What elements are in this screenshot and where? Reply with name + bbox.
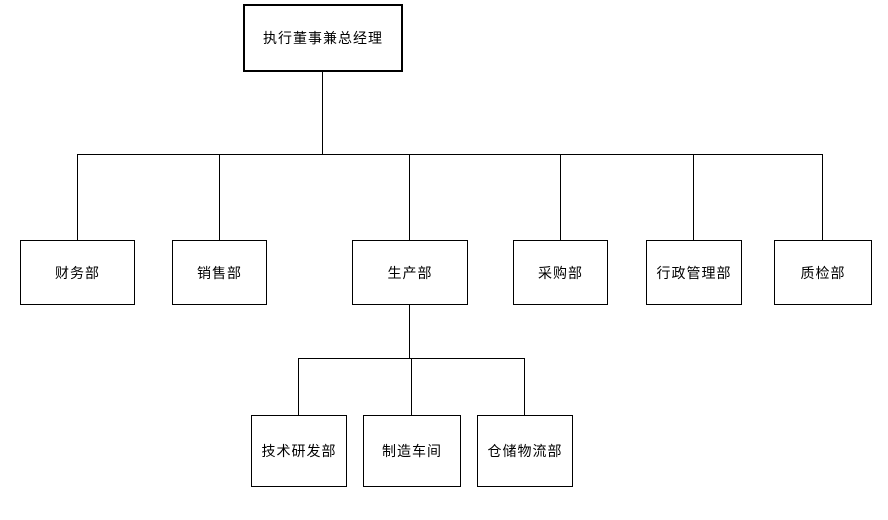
org-node-sales-dept: 销售部 <box>172 240 267 305</box>
connector-drop-purchasing <box>560 154 561 240</box>
org-node-label: 财务部 <box>55 264 100 281</box>
org-node-general-manager: 执行董事兼总经理 <box>243 4 403 72</box>
org-node-label: 行政管理部 <box>656 264 732 281</box>
org-node-label: 执行董事兼总经理 <box>263 30 383 46</box>
connector-drop-production <box>409 154 410 240</box>
connector-drop-finance <box>77 154 78 240</box>
org-node-manufacturing-workshop: 制造车间 <box>363 415 461 487</box>
org-node-label: 质检部 <box>800 264 846 281</box>
org-node-quality-dept: 质检部 <box>774 240 872 305</box>
connector-level2-bus <box>77 154 823 155</box>
org-node-label: 采购部 <box>538 264 583 281</box>
org-node-label: 制造车间 <box>382 443 442 459</box>
org-node-admin-dept: 行政管理部 <box>646 240 742 305</box>
org-node-warehouse-logistics-dept: 仓储物流部 <box>477 415 573 487</box>
org-node-label: 销售部 <box>197 264 242 281</box>
connector-production-stem <box>409 305 410 358</box>
connector-drop-rnd <box>298 358 299 415</box>
connector-drop-quality <box>822 154 823 240</box>
org-node-label: 仓储物流部 <box>487 443 563 459</box>
connector-root-stem <box>322 72 323 154</box>
org-node-label: 技术研发部 <box>261 443 337 459</box>
connector-drop-admin <box>693 154 694 240</box>
connector-drop-warehouse <box>524 358 525 415</box>
connector-drop-workshop <box>411 358 412 415</box>
org-node-production-dept: 生产部 <box>352 240 468 305</box>
org-node-finance-dept: 财务部 <box>20 240 135 305</box>
org-node-purchasing-dept: 采购部 <box>513 240 608 305</box>
org-node-rnd-dept: 技术研发部 <box>251 415 347 487</box>
connector-drop-sales <box>219 154 220 240</box>
org-node-label: 生产部 <box>387 264 433 281</box>
